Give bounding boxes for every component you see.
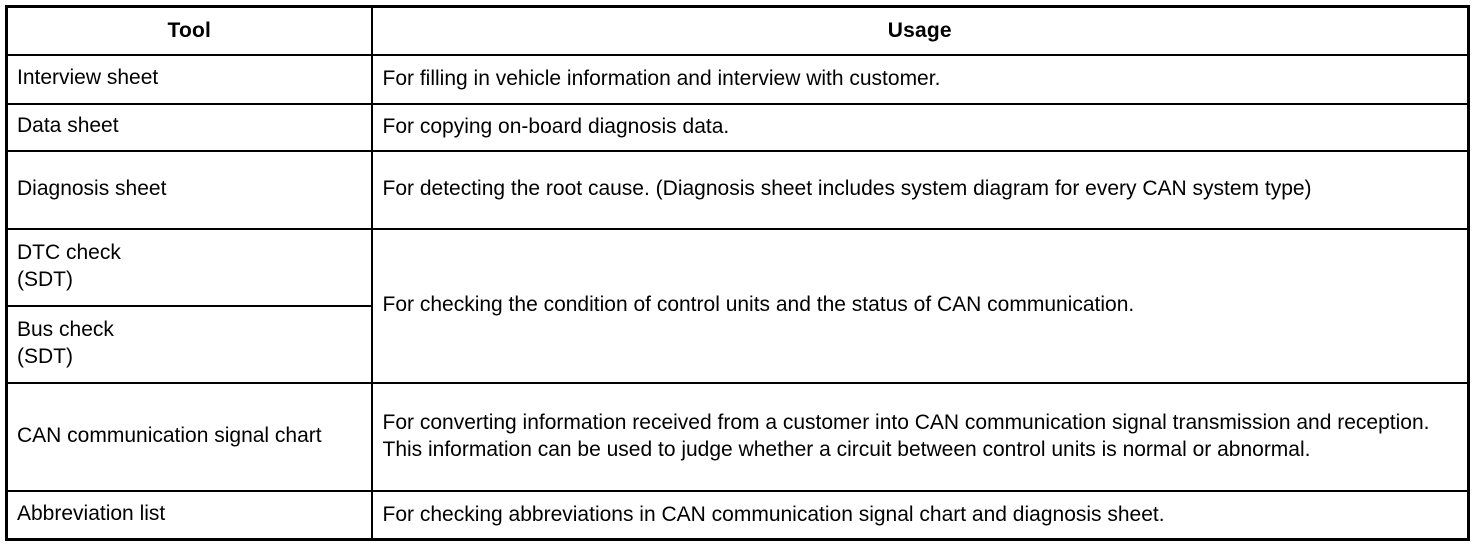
table-header-row: Tool Usage xyxy=(5,5,1470,56)
tool-name-bus-check-line1: Bus check xyxy=(17,318,114,342)
usage-text-can-communication-signal-chart: For converting information received from… xyxy=(370,381,1470,492)
tool-name-interview-sheet: Interview sheet xyxy=(5,53,373,105)
column-header-usage: Usage xyxy=(370,5,1470,56)
tool-name-dtc-check: DTC check (SDT) xyxy=(5,227,373,307)
tool-name-can-communication-signal-chart: CAN communication signal chart xyxy=(5,381,373,492)
tool-usage-table: Tool Usage Interview sheet For filling i… xyxy=(5,5,1470,541)
table-row: CAN communication signal chart For conve… xyxy=(5,381,1470,492)
tool-name-bus-check: Bus check (SDT) xyxy=(5,304,373,384)
table-row: Diagnosis sheet For detecting the root c… xyxy=(5,149,1470,230)
tool-name-abbreviation-list: Abbreviation list xyxy=(5,489,373,541)
usage-text-abbreviation-list: For checking abbreviations in CAN commun… xyxy=(370,489,1470,541)
tool-name-dtc-check-line2: (SDT) xyxy=(17,267,73,291)
table-row: Data sheet For copying on-board diagnosi… xyxy=(5,102,1470,152)
usage-text-dtc-and-bus-check: For checking the condition of control un… xyxy=(370,227,1470,384)
table-row: Abbreviation list For checking abbreviat… xyxy=(5,489,1470,541)
tool-name-dtc-check-line1: DTC check xyxy=(17,241,121,265)
usage-text-diagnosis-sheet: For detecting the root cause. (Diagnosis… xyxy=(370,149,1470,230)
tool-name-diagnosis-sheet: Diagnosis sheet xyxy=(5,149,373,230)
table-row: DTC check (SDT) For checking the conditi… xyxy=(5,227,1470,384)
tool-name-data-sheet: Data sheet xyxy=(5,102,373,152)
tool-name-bus-check-line2: (SDT) xyxy=(17,344,73,368)
usage-text-interview-sheet: For filling in vehicle information and i… xyxy=(370,53,1470,105)
table-row: Bus check (SDT) xyxy=(5,304,1469,384)
column-header-tool: Tool xyxy=(5,5,373,56)
usage-text-data-sheet: For copying on-board diagnosis data. xyxy=(370,102,1470,152)
table-row: Interview sheet For filling in vehicle i… xyxy=(5,53,1470,105)
